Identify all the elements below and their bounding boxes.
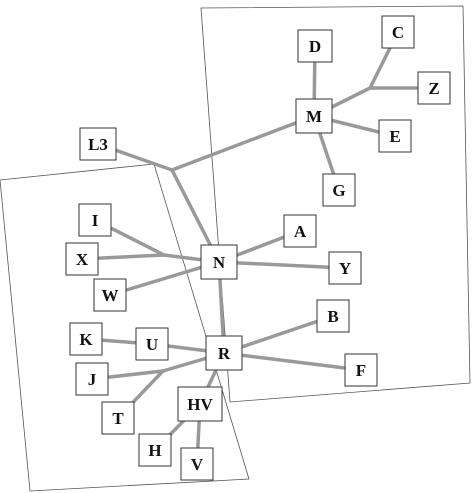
node-e[interactable]: E — [378, 119, 412, 153]
node-box — [283, 214, 317, 248]
node-x[interactable]: X — [65, 242, 99, 276]
node-box — [135, 327, 169, 361]
node-box — [79, 127, 117, 161]
node-label: Z — [428, 79, 439, 98]
node-box — [417, 71, 451, 105]
node-box — [205, 335, 243, 371]
node-label: N — [213, 253, 226, 272]
node-label: G — [332, 181, 345, 200]
node-box — [101, 401, 135, 435]
node-f[interactable]: F — [344, 353, 378, 387]
node-box — [177, 386, 223, 422]
node-w[interactable]: W — [93, 278, 127, 312]
node-c[interactable]: C — [381, 15, 415, 49]
node-box — [200, 244, 238, 280]
node-box — [316, 299, 350, 333]
node-label: L3 — [88, 135, 108, 154]
node-label: C — [392, 23, 404, 42]
node-box — [381, 15, 415, 49]
node-r[interactable]: R — [205, 335, 243, 371]
lower-region — [0, 163, 250, 492]
node-box — [69, 322, 103, 356]
node-box — [378, 119, 412, 153]
edge-F-R — [222, 351, 363, 372]
node-label: A — [294, 222, 307, 241]
node-y[interactable]: Y — [328, 251, 362, 285]
node-a[interactable]: A — [283, 214, 317, 248]
node-label: M — [306, 107, 322, 126]
node-label: K — [79, 330, 93, 349]
node-u[interactable]: U — [135, 327, 169, 361]
edges-layer — [80, 30, 436, 466]
node-i[interactable]: I — [78, 203, 112, 237]
node-box — [180, 447, 214, 481]
node-z[interactable]: Z — [417, 71, 451, 105]
node-box — [75, 362, 109, 396]
node-label: W — [102, 286, 119, 305]
edge-Y-N — [217, 260, 347, 270]
node-g[interactable]: G — [322, 173, 356, 207]
node-label: R — [218, 344, 231, 363]
node-label: X — [76, 250, 89, 269]
node-label: F — [356, 361, 366, 380]
edge-M-j2 — [170, 114, 316, 172]
node-b[interactable]: B — [316, 299, 350, 333]
node-box — [328, 251, 362, 285]
node-label: HV — [187, 395, 213, 414]
node-box — [78, 203, 112, 237]
node-m[interactable]: M — [295, 98, 333, 134]
node-v[interactable]: V — [180, 447, 214, 481]
node-label: H — [148, 441, 161, 460]
node-n[interactable]: N — [200, 244, 238, 280]
node-box — [322, 173, 356, 207]
node-label: E — [389, 127, 400, 146]
node-label: B — [327, 307, 338, 326]
node-box — [93, 278, 127, 312]
node-t[interactable]: T — [101, 401, 135, 435]
node-box — [65, 242, 99, 276]
node-box — [295, 98, 333, 134]
node-label: Y — [339, 259, 351, 278]
node-j[interactable]: J — [75, 362, 109, 396]
node-d[interactable]: D — [297, 29, 333, 63]
node-k[interactable]: K — [69, 322, 103, 356]
node-label: I — [92, 211, 99, 230]
node-h[interactable]: H — [138, 433, 172, 467]
node-l3[interactable]: L3 — [79, 127, 117, 161]
node-hv[interactable]: HV — [177, 386, 223, 422]
node-box — [297, 29, 333, 63]
node-label: U — [146, 335, 158, 354]
node-box — [138, 433, 172, 467]
node-label: D — [309, 37, 321, 56]
node-label: T — [112, 409, 124, 428]
node-label: J — [88, 370, 97, 389]
node-box — [344, 353, 378, 387]
node-label: V — [191, 455, 204, 474]
